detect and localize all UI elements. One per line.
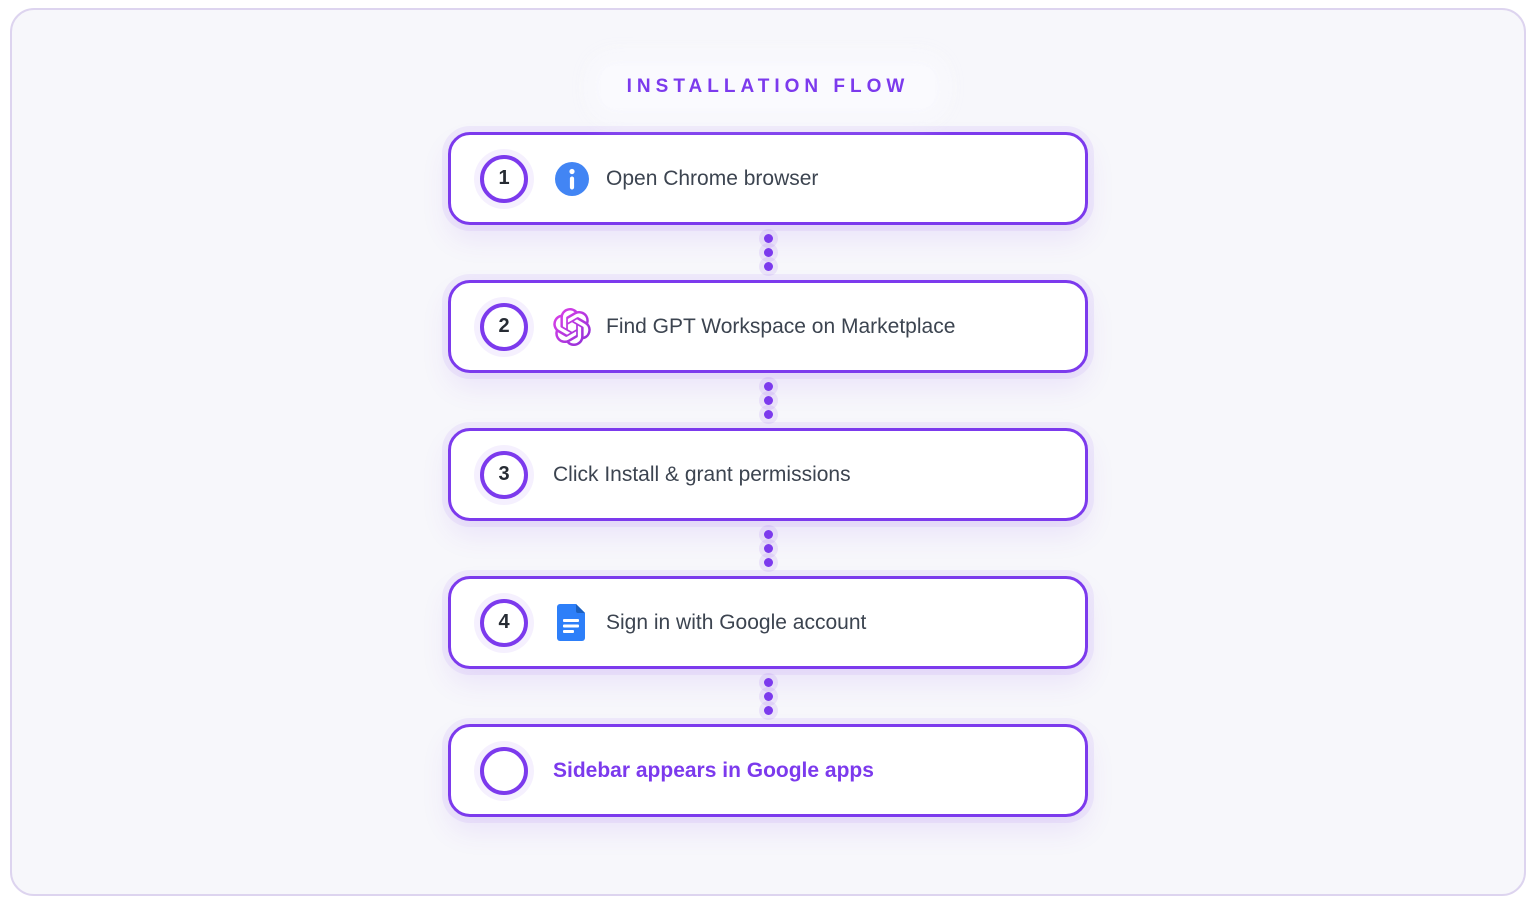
connector-dot	[763, 706, 773, 715]
title-row: INSTALLATION FLOW	[12, 10, 1524, 108]
step-label: Sidebar appears in Google apps	[553, 758, 874, 782]
flow-step-sidebar-appears: Sidebar appears in Google apps	[448, 724, 1088, 817]
step-empty-circle	[480, 746, 528, 795]
step-number-badge: 1	[480, 154, 528, 203]
connector-dot	[763, 692, 773, 701]
step-number-badge: 4	[480, 598, 528, 647]
connector-dot	[763, 234, 773, 243]
step-label: Click Install & grant permissions	[553, 462, 851, 486]
gpt-workspace-logo-icon	[553, 307, 591, 346]
flow-connector	[448, 669, 1088, 724]
connector-dot	[763, 544, 773, 553]
flow-connector	[448, 373, 1088, 428]
flow-connector	[448, 225, 1088, 280]
flow-column: 1 Open Chrome browser 2	[448, 132, 1088, 817]
step-number-badge: 2	[480, 302, 528, 351]
installation-flow-panel: INSTALLATION FLOW 1 Open Chrome browser …	[10, 8, 1526, 896]
connector-dot	[763, 262, 773, 271]
step-label: Open Chrome browser	[606, 166, 819, 190]
page-title: INSTALLATION FLOW	[600, 66, 936, 108]
google-docs-icon	[553, 603, 591, 642]
connector-dot	[763, 530, 773, 539]
connector-dot	[763, 410, 773, 419]
connector-dot	[763, 248, 773, 257]
connector-dot	[763, 396, 773, 405]
connector-dot	[763, 558, 773, 567]
flow-step-sign-in-google: 4 Sign in with Google account	[448, 576, 1088, 669]
flow-connector	[448, 521, 1088, 576]
flow-step-open-chrome: 1 Open Chrome browser	[448, 132, 1088, 225]
step-label: Sign in with Google account	[606, 610, 867, 634]
step-number-badge: 3	[480, 450, 528, 499]
info-icon	[553, 160, 591, 198]
connector-dot	[763, 382, 773, 391]
flow-step-find-gpt-workspace: 2 Find GPT Workspace on Marketplace	[448, 280, 1088, 373]
step-label: Find GPT Workspace on Marketplace	[606, 314, 956, 338]
flow-step-click-install: 3 Click Install & grant permissions	[448, 428, 1088, 521]
connector-dot	[763, 678, 773, 687]
